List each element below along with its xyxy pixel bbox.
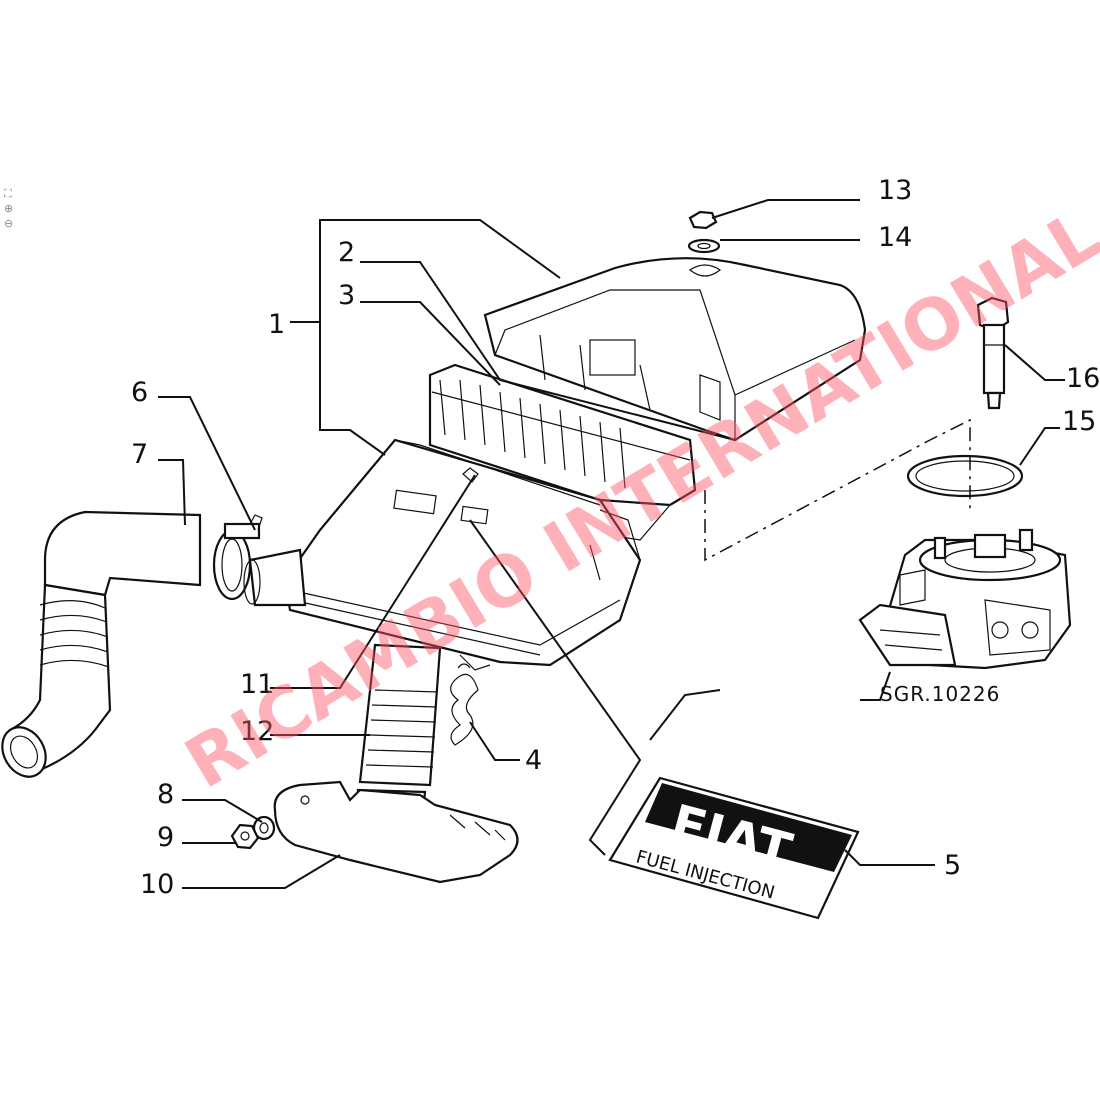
callout-3: 3: [338, 280, 355, 311]
viewer-zoom-tools: ⛶ ⊕ ⊖: [4, 186, 18, 231]
callout-7: 7: [131, 439, 148, 470]
fuel-injection-decal: FIAT FUEL INJECTION: [608, 776, 860, 920]
callout-12: 12: [240, 716, 274, 747]
air-box-lid: [483, 257, 867, 442]
callout-9: 9: [157, 822, 174, 853]
assembly-axis-line: [704, 418, 971, 562]
callout-11: 11: [240, 669, 274, 700]
air-box-body: [283, 438, 642, 671]
callout-2: 2: [338, 237, 355, 268]
intake-connector: [243, 548, 307, 607]
callout-6: 6: [131, 377, 148, 408]
callout-16: 16: [1066, 363, 1100, 394]
washer-14: [687, 238, 721, 254]
callout-5: 5: [944, 850, 961, 881]
seal-ring: [906, 454, 1024, 498]
mounting-bracket: [273, 780, 519, 884]
nut-13: [688, 210, 718, 230]
zoom-in-icon[interactable]: ⊕: [4, 202, 14, 215]
callout-8: 8: [157, 779, 174, 810]
fit-icon[interactable]: ⛶: [4, 187, 12, 200]
callout-10: 10: [140, 869, 174, 900]
callout-4: 4: [525, 745, 542, 776]
callout-14: 14: [878, 222, 912, 253]
leader-lines: [158, 199, 1065, 889]
spring-clip: [450, 663, 479, 746]
callout-15: 15: [1062, 406, 1096, 437]
throttle-body-assembly: [858, 528, 1072, 670]
reference-code-label: SGR.10226: [880, 682, 1000, 706]
stud-bolt: [976, 296, 1010, 410]
callout-1: 1: [268, 309, 285, 340]
air-filter-element: [428, 363, 697, 541]
intake-duct: [1, 510, 202, 778]
callout-13: 13: [878, 175, 912, 206]
nut-9: [230, 823, 260, 850]
zoom-out-icon[interactable]: ⊖: [4, 217, 14, 230]
